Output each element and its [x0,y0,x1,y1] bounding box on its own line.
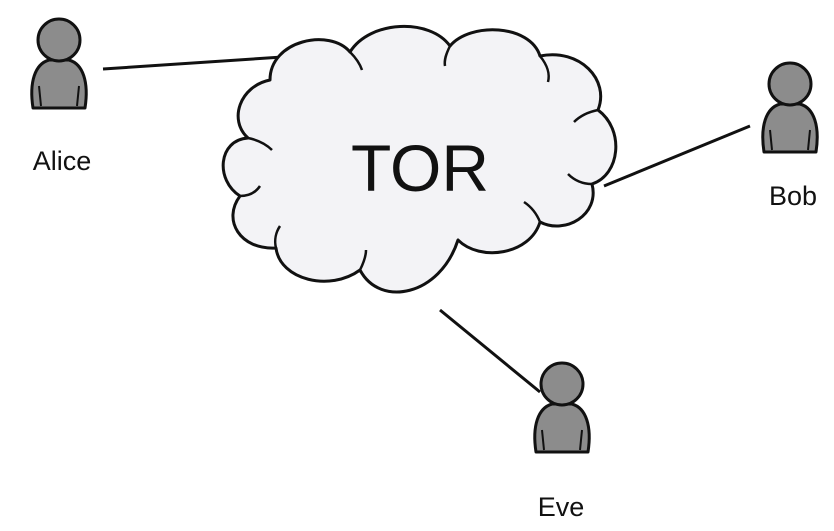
user-icon-eve [533,361,591,454]
tor-cloud [221,25,618,294]
user-label-alice: Alice [32,146,92,176]
user-label-bob: Bob [768,181,818,211]
user-icon-alice [30,17,88,110]
cloud-label: TOR [350,131,490,205]
edge-bob-tor [603,124,751,188]
user-label-eve: Eve [537,492,585,522]
edge-eve-tor [439,308,541,394]
edge-alice-tor [102,54,299,71]
user-icon-bob [761,61,819,154]
